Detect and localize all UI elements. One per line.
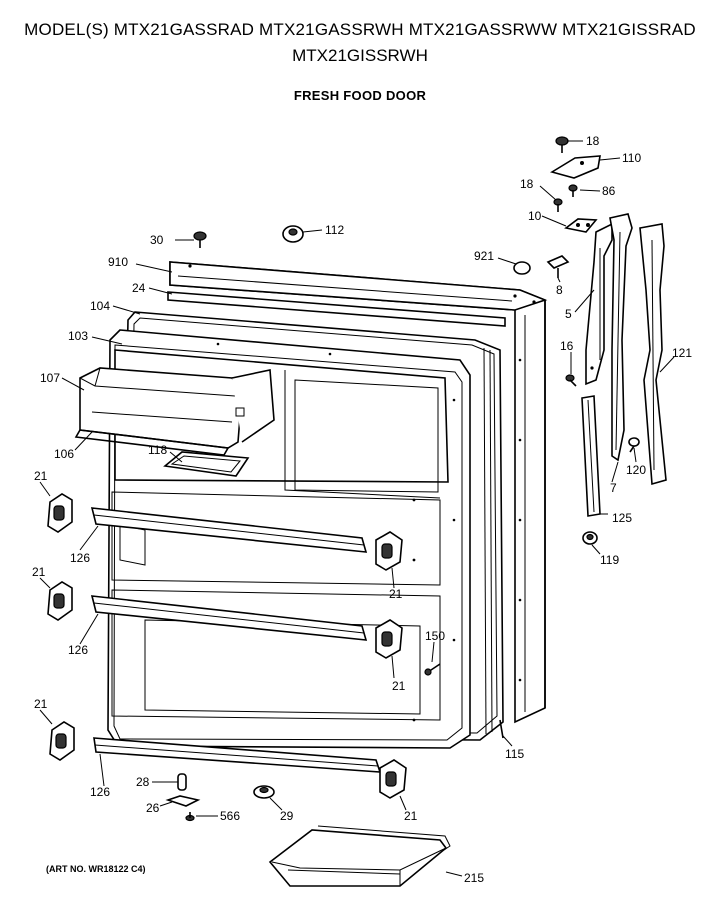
shelf-bar-middle [90,595,368,641]
hinge-10 [564,218,598,233]
plug-29 [253,785,275,799]
callout-24: 24 [132,281,146,295]
art-number: (ART NO. WR18122 C4) [46,864,146,874]
callout-566: 566 [220,809,240,823]
callout-21-left-1: 21 [34,469,48,483]
callout-107: 107 [40,371,60,385]
handle-5 [585,222,613,386]
hinge-pin-8 [546,255,570,278]
callout-10: 10 [528,209,542,223]
callout-21-right-1: 21 [389,587,403,601]
callout-5: 5 [565,307,572,321]
callout-215: 215 [464,871,484,885]
callout-126-middle: 126 [68,643,88,657]
bushing-119 [582,531,598,545]
screw-30 [193,231,207,248]
models-line-2: MTX21GISSRWH [292,46,428,65]
door-bin [268,825,451,887]
shelf-bar-upper [90,507,368,553]
plug-112 [282,225,304,243]
callout-125: 125 [612,511,632,525]
shelf-end-cap-right-2 [375,619,403,659]
callout-118: 118 [148,443,167,457]
screw-18-top [555,136,569,153]
handle-insert-121 [639,223,667,486]
shelf-end-cap-left-2 [47,581,73,621]
gasket-strip [499,719,504,739]
callout-28: 28 [136,775,150,789]
callout-150: 150 [425,629,445,643]
callout-86: 86 [602,184,616,198]
callout-112: 112 [325,223,344,237]
dairy-compartment-door [79,367,275,449]
screw-86 [568,184,578,197]
callout-18-top: 18 [586,134,600,148]
callout-126-upper: 126 [70,551,90,565]
callout-910: 910 [108,255,128,269]
callout-103: 103 [68,329,88,343]
shelf-end-cap-left-1 [47,493,73,533]
callout-26: 26 [146,801,160,815]
callout-21-left-3: 21 [34,697,48,711]
callout-21-right-3: 21 [404,809,418,823]
screw-18-mid [553,198,563,212]
screw-16 [565,374,577,387]
shelf-end-cap-left-3 [49,721,75,761]
callout-921: 921 [474,249,494,263]
shelf-end-cap-right-3 [379,759,407,799]
callout-18-mid: 18 [520,177,534,191]
handle-trim-7 [609,213,633,462]
callout-121: 121 [672,346,692,360]
dairy-compartment-bar [74,429,230,456]
spring-28 [177,773,187,791]
door-outer-panel [169,261,548,724]
callout-104: 104 [90,299,110,313]
diagram-subtitle: FRESH FOOD DOOR [293,88,427,103]
screw-150 [424,663,441,676]
callout-7: 7 [610,481,617,495]
callout-labels: 18 110 18 86 10 30 112 921 8 910 24 104 … [32,134,692,885]
trim-strip [167,291,506,327]
callout-8: 8 [556,283,563,297]
callout-120: 120 [626,463,646,477]
callout-21-left-2: 21 [32,565,46,579]
models-line-1: MODEL(S) MTX21GASSRAD MTX21GASSRWH MTX21… [24,20,696,39]
screw-566 [185,812,195,822]
callout-110: 110 [622,151,641,165]
callout-106: 106 [54,447,74,461]
callout-16: 16 [560,339,574,353]
cam-26 [165,795,201,807]
callout-119: 119 [600,553,619,567]
callout-21-right-2: 21 [392,679,406,693]
handle-bracket-125 [581,395,601,517]
plug-921 [513,261,531,275]
callout-29: 29 [280,809,294,823]
callout-126-lower: 126 [90,785,110,799]
hinge-cover-110 [549,155,601,179]
callout-115: 115 [505,747,524,761]
callout-30: 30 [150,233,164,247]
shelf-end-cap-right-1 [375,531,403,571]
leader-lines [39,140,675,877]
screw-120 [628,437,640,453]
